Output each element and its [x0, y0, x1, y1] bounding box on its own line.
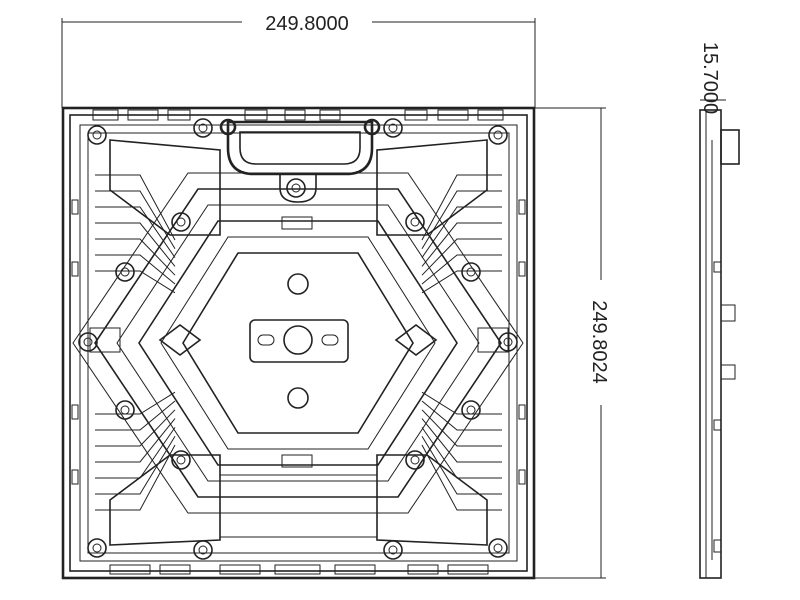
screw-boss — [87, 125, 107, 145]
width-dimension-label: 249.8000 — [265, 13, 348, 35]
screw-hole — [120, 267, 130, 277]
screw-hole — [410, 217, 420, 227]
hexagonal-bands — [72, 172, 524, 514]
frame-rail-inner — [87, 132, 510, 554]
screw-boss — [405, 212, 425, 232]
screw-hole — [466, 267, 476, 277]
fin-line — [421, 270, 502, 294]
outer-frame — [61, 106, 536, 580]
width-dimension: 249.8000 — [61, 13, 536, 108]
bottom-edge-slots — [109, 564, 489, 575]
side-handle-profile — [720, 129, 740, 165]
fin-line — [421, 427, 502, 479]
fin-line — [421, 418, 502, 463]
fin-line — [95, 254, 176, 285]
screw-hole — [388, 123, 398, 133]
screw-hole — [493, 543, 503, 553]
fin-line — [95, 400, 176, 431]
screw-boss — [171, 450, 191, 470]
screw-hole — [92, 130, 102, 140]
hex-band — [160, 236, 436, 450]
fin-line — [95, 409, 176, 447]
side-lock-top — [720, 304, 736, 322]
fin-line — [421, 222, 502, 267]
screw-hole — [176, 455, 186, 465]
fin-line — [95, 270, 176, 294]
hex-band — [116, 204, 480, 482]
screw-hole — [92, 543, 102, 553]
screw-boss — [286, 178, 306, 198]
screw-boss — [405, 450, 425, 470]
corner-brackets — [109, 139, 488, 546]
screw-boss — [193, 540, 213, 560]
screw-boss — [383, 118, 403, 138]
screw-boss — [488, 538, 508, 558]
fin-line — [95, 206, 176, 258]
screw-boss — [461, 262, 481, 282]
fin-line — [421, 435, 502, 495]
fin-line — [95, 391, 176, 415]
inner-frame — [69, 114, 528, 572]
screw-hole — [410, 455, 420, 465]
screw-boss — [171, 212, 191, 232]
side-lock-bottom — [720, 364, 736, 380]
fin-line — [421, 400, 502, 431]
fin-line — [95, 222, 176, 267]
screw-boss — [461, 400, 481, 420]
screw-boss — [383, 540, 403, 560]
screw-hole — [83, 337, 93, 347]
screw-hole — [120, 405, 130, 415]
screw-hole — [466, 405, 476, 415]
fin-line — [421, 391, 502, 415]
screw-bosses — [78, 118, 518, 560]
screw-hole — [176, 217, 186, 227]
screw-boss — [488, 125, 508, 145]
side-center-mounts — [89, 324, 509, 356]
screw-boss — [78, 332, 98, 352]
top-edge-slots — [92, 109, 504, 121]
hex-band — [138, 220, 458, 466]
hex-band — [182, 252, 414, 434]
height-dimension-label: 249.8024 — [588, 300, 610, 383]
side-profile-outline — [699, 109, 722, 579]
screw-hole — [291, 183, 301, 193]
thickness-dimension-label: 15.7000 — [699, 42, 721, 114]
height-dimension: 249.8024 — [535, 107, 610, 579]
fin-line — [421, 409, 502, 447]
fin-line — [421, 238, 502, 276]
screw-hole — [198, 123, 208, 133]
fin-line — [95, 238, 176, 276]
fin-line — [95, 418, 176, 463]
fin-line — [421, 206, 502, 258]
side-edge-notches — [71, 199, 526, 485]
front-view — [61, 106, 536, 580]
screw-boss — [87, 538, 107, 558]
screw-hole — [198, 545, 208, 555]
screw-boss — [115, 262, 135, 282]
screw-boss — [115, 400, 135, 420]
fin-line — [95, 435, 176, 495]
screw-hole — [493, 130, 503, 140]
screw-boss — [193, 118, 213, 138]
screw-hole — [388, 545, 398, 555]
center-mount-plate — [249, 216, 349, 468]
hex-band — [72, 172, 524, 514]
side-view: 15.7000 — [699, 42, 740, 579]
hex-band — [94, 188, 502, 498]
carry-handle — [219, 118, 381, 203]
frame-rail — [79, 124, 518, 562]
